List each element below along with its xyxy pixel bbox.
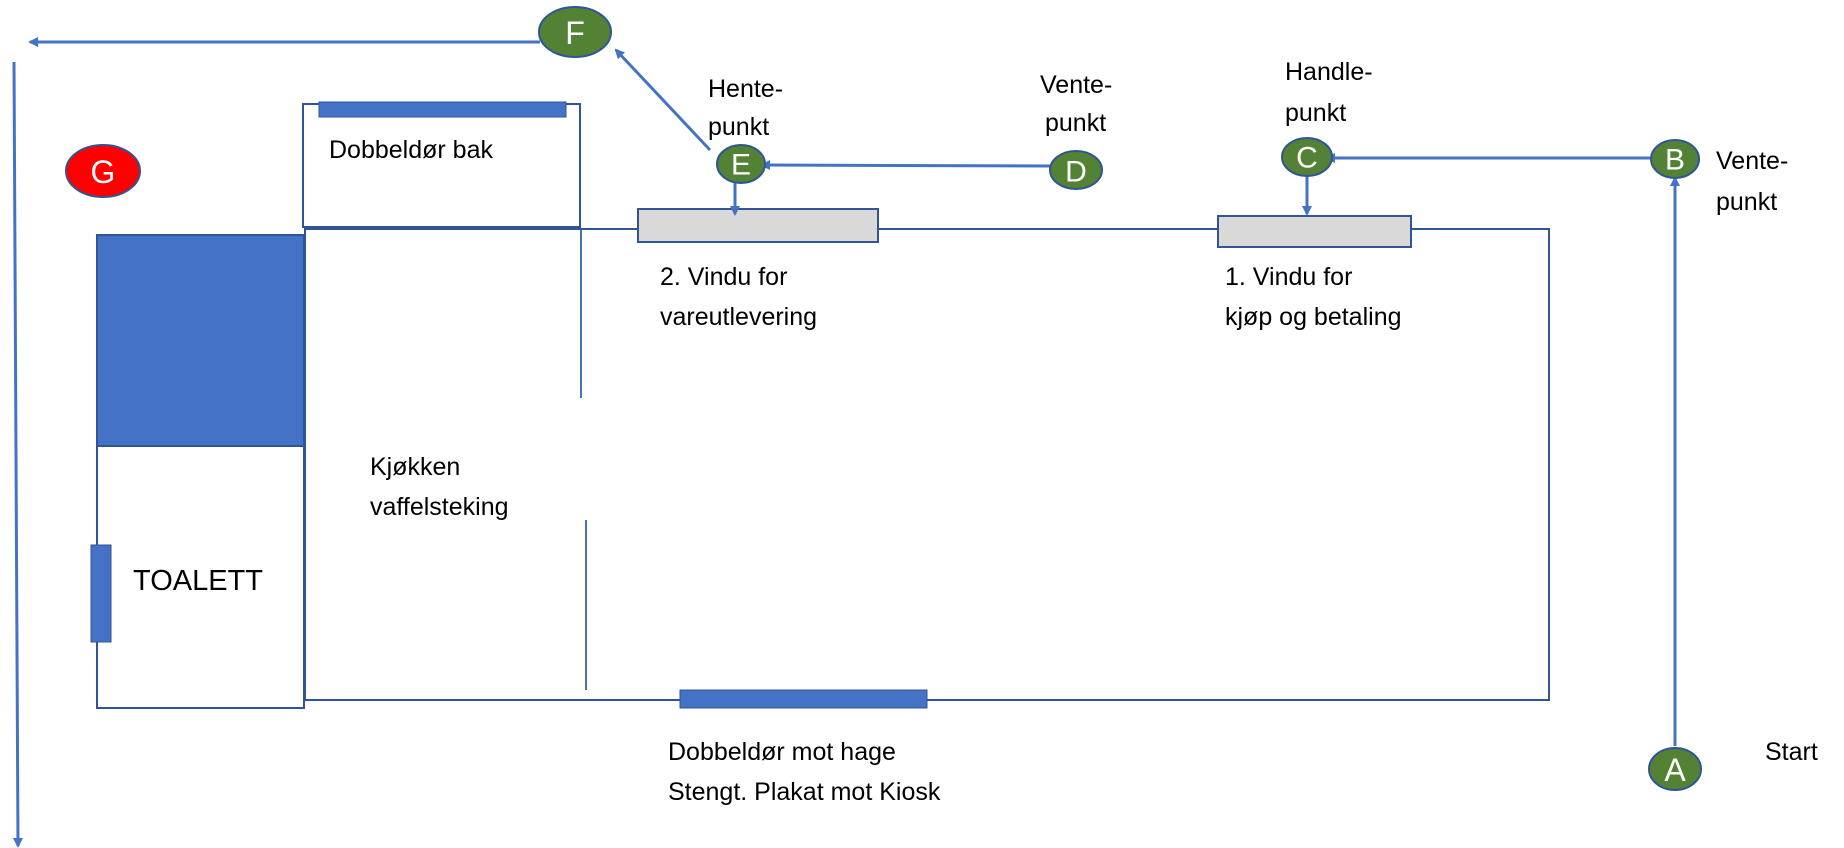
node-a-label: A (1664, 752, 1686, 788)
toilet-label: TOALETT (133, 565, 263, 597)
arrow-d-to-e (760, 160, 1051, 171)
node-d: D (1049, 150, 1103, 190)
node-e: E (716, 144, 766, 184)
node-c-label: C (1296, 142, 1318, 175)
garden-double-door (679, 689, 928, 709)
node-g-label: G (91, 154, 116, 190)
handle-punkt-label-line1: Handle- (1285, 58, 1373, 86)
kitchen-label-line1: Kjøkken (370, 453, 460, 481)
start-label: Start (1765, 738, 1818, 766)
kitchen-label-line2: vaffelsteking (370, 493, 509, 521)
node-e-circle (716, 144, 766, 184)
window-1 (1217, 215, 1412, 248)
node-f-circle (538, 6, 612, 58)
node-b-label: B (1665, 144, 1685, 177)
node-f-label: F (565, 15, 585, 51)
node-b: B (1650, 139, 1700, 179)
toilet-door (90, 544, 112, 643)
node-g-circle (65, 144, 141, 198)
window-2 (637, 208, 879, 243)
main-building-outline (304, 228, 1550, 701)
node-a-circle (1648, 747, 1702, 791)
node-a: A (1648, 747, 1702, 791)
back-door-label: Dobbeldør bak (329, 136, 493, 164)
vente-punkt-b-label-line1: Vente- (1716, 147, 1788, 175)
vente-punkt-d-label-line2: punkt (1045, 109, 1106, 137)
node-g: G (65, 144, 141, 198)
vente-punkt-b-label-line2: punkt (1716, 188, 1777, 216)
garden-door-label-line2: Stengt. Plakat mot Kiosk (668, 778, 941, 806)
back-double-door (318, 101, 567, 118)
arrow-e-to-f (614, 48, 712, 152)
node-b-circle (1650, 139, 1700, 179)
node-d-circle (1049, 150, 1103, 190)
node-e-label: E (731, 149, 751, 182)
vente-punkt-d-label-line1: Vente- (1040, 71, 1112, 99)
handle-punkt-label-line2: punkt (1285, 99, 1346, 127)
node-c: C (1281, 137, 1333, 177)
arrow-exit-down (12, 61, 23, 848)
window-1-label-line2: kjøp og betaling (1225, 303, 1402, 331)
window-1-label-line1: 1. Vindu for (1225, 263, 1352, 291)
node-c-circle (1281, 137, 1333, 177)
node-d-label: D (1065, 156, 1087, 189)
garden-door-label-line1: Dobbeldør mot hage (668, 738, 896, 766)
hente-punkt-label-line2: punkt (708, 113, 769, 141)
storage-block (96, 234, 305, 447)
node-f: F (538, 6, 612, 58)
window-2-label-line1: 2. Vindu for (660, 263, 787, 291)
back-door-room (302, 103, 581, 228)
hente-punkt-label-line1: Hente- (708, 75, 783, 103)
window-2-label-line2: vareutlevering (660, 303, 817, 331)
